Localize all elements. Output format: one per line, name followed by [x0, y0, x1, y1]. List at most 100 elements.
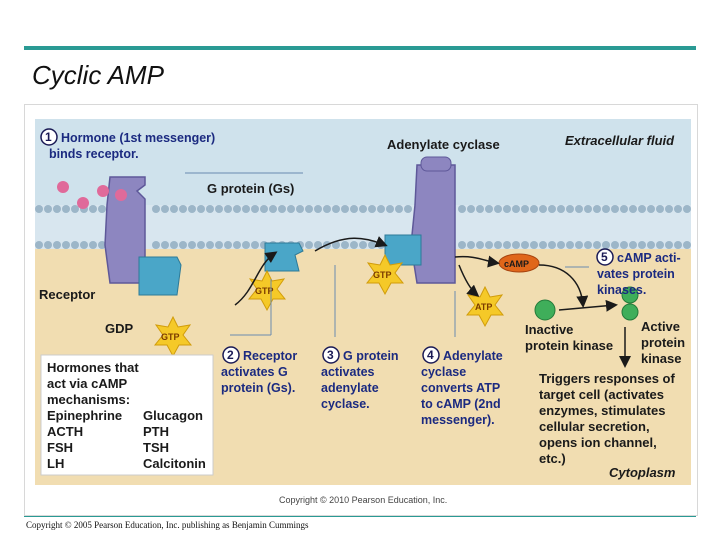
g-protein-label: G protein (Gs) [207, 181, 294, 196]
phospholipid-head [62, 205, 70, 213]
active-kinase-molecule [621, 286, 639, 304]
phospholipid-head [44, 205, 52, 213]
phospholipid-head [35, 241, 43, 249]
gtp-star-moving [247, 269, 287, 312]
phospholipid-head [98, 205, 106, 213]
phospholipid-head [89, 241, 97, 249]
phospholipid-head [593, 205, 601, 213]
hormone-molecule [57, 181, 69, 193]
step-4-text: Adenylate cyclase converts ATP to cAMP (… [421, 349, 506, 427]
adenylate-cyclase-label: Adenylate cyclase [387, 137, 500, 152]
phospholipid-head [566, 241, 574, 249]
phospholipid-head [314, 241, 322, 249]
active-kinase-label: Active protein kinase [641, 319, 689, 366]
footer-rule [24, 516, 696, 517]
phospholipid-head [197, 205, 205, 213]
triggers-text: Triggers responses of target cell (activ… [539, 371, 678, 466]
cytoplasm-label: Cytoplasm [609, 465, 676, 480]
phospholipid-head [485, 241, 493, 249]
diagram-figure: GTP GTP GTP ATP cAMP 1 Hormone (1st mess… [24, 104, 698, 516]
receptor-label: Receptor [39, 287, 95, 302]
phospholipid-head [179, 241, 187, 249]
phospholipid-head [224, 205, 232, 213]
phospholipid-head [611, 205, 619, 213]
phospholipid-head [485, 205, 493, 213]
phospholipid-head [674, 205, 682, 213]
phospholipid-head [35, 205, 43, 213]
step-4-badge: 4 [422, 346, 440, 364]
phospholipid-head [350, 205, 358, 213]
atp-label: ATP [475, 302, 492, 312]
phospholipid-head [170, 205, 178, 213]
phospholipid-head [467, 205, 475, 213]
phospholipid-head [458, 241, 466, 249]
phospholipid-head [233, 241, 241, 249]
phospholipid-head [476, 241, 484, 249]
phospholipid-head [665, 205, 673, 213]
phospholipid-head [584, 205, 592, 213]
phospholipid-head [521, 241, 529, 249]
step-2-badge: 2 [222, 346, 240, 364]
gdp-label: GDP [105, 321, 134, 336]
phospholipid-head [215, 241, 223, 249]
hormones-right-column: Glucagon PTH TSH Calcitonin [143, 408, 207, 471]
phospholipid-head [260, 205, 268, 213]
phospholipid-head [206, 205, 214, 213]
phospholipid-head [179, 205, 187, 213]
phospholipid-head [71, 205, 79, 213]
g-protein-bound [138, 256, 182, 296]
svg-text:1: 1 [45, 130, 52, 144]
phospholipid-head [548, 241, 556, 249]
phospholipid-head [152, 205, 160, 213]
hormones-left-column: Epinephrine ACTH FSH LH [47, 408, 126, 471]
svg-text:2: 2 [227, 348, 234, 362]
adenylate-cyclase-cap [420, 156, 452, 172]
phospholipid-head [359, 241, 367, 249]
phospholipid-head [539, 205, 547, 213]
phospholipid-head [557, 205, 565, 213]
phospholipid-head [575, 241, 583, 249]
gtp-star-docked [365, 253, 405, 296]
phospholipid-head [152, 241, 160, 249]
phospholipid-head [503, 205, 511, 213]
phospholipid-head [530, 241, 538, 249]
step-5-badge: 5 [596, 248, 614, 266]
phospholipid-head [620, 205, 628, 213]
hormone-molecule [77, 197, 89, 209]
phospholipid-head [368, 241, 376, 249]
phospholipid-head [512, 241, 520, 249]
step-5-text: cAMP acti- vates protein kinases. [597, 251, 684, 297]
hormones-heading: Hormones that act via cAMP mechanisms: [47, 360, 142, 407]
phospholipid-head [287, 205, 295, 213]
gtp-label-receptor: GTP [161, 332, 180, 342]
phospholipid-head [611, 241, 619, 249]
phospholipid-head [494, 205, 502, 213]
phospholipid-head [575, 205, 583, 213]
phospholipid-head [98, 241, 106, 249]
phospholipid-head [620, 241, 628, 249]
phospholipid-head [242, 241, 250, 249]
pathway-arrows [234, 236, 631, 368]
phospholipid-head [80, 241, 88, 249]
phospholipid-head [584, 241, 592, 249]
inactive-kinase-label: Inactive protein kinase [525, 322, 613, 353]
phospholipid-head [647, 241, 655, 249]
phospholipid-head [521, 205, 529, 213]
phospholipid-head [638, 205, 646, 213]
inactive-kinase-molecule [534, 299, 556, 321]
phospholipid-head [656, 241, 664, 249]
phospholipid-head [71, 241, 79, 249]
camp-label: cAMP [504, 259, 529, 269]
phospholipid-head [629, 205, 637, 213]
phospholipid-head [593, 241, 601, 249]
step-2-text: Receptor activates G protein (Gs). [221, 349, 301, 395]
svg-text:4: 4 [427, 348, 434, 362]
phospholipid-head [251, 241, 259, 249]
phospholipid-head [683, 205, 691, 213]
phospholipid-head [386, 205, 394, 213]
extracellular-region [35, 119, 691, 209]
phospholipid-head [629, 241, 637, 249]
phospholipid-head [359, 205, 367, 213]
phospholipid-head [332, 205, 340, 213]
hormone-molecule-bound [115, 189, 127, 201]
